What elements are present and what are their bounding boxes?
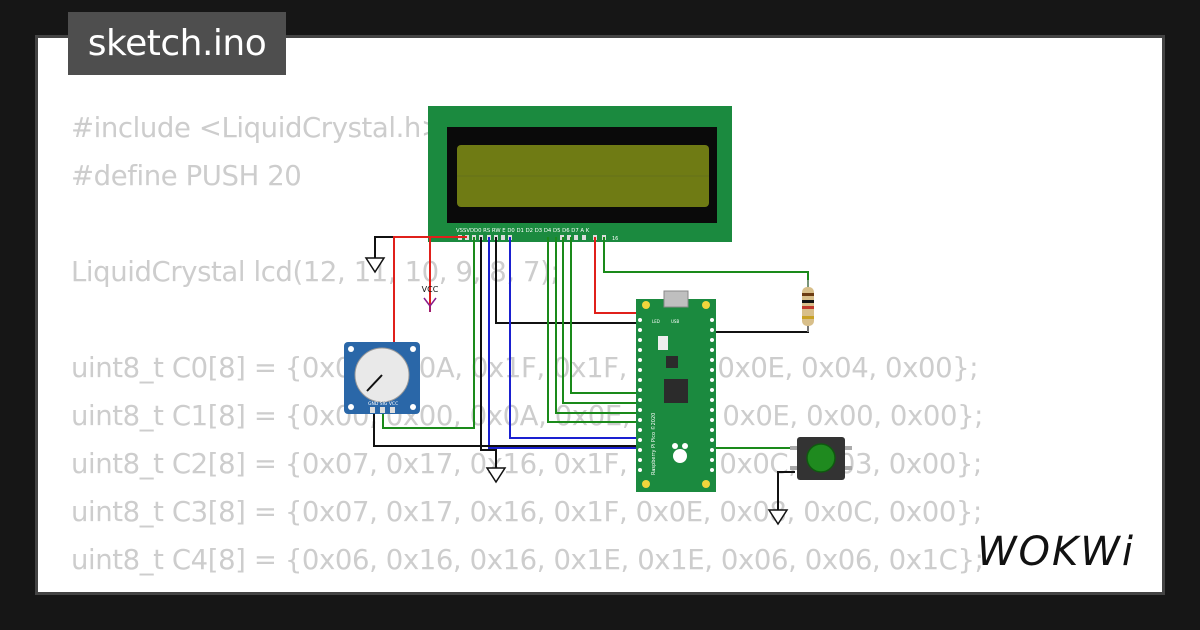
- wire-e[interactable]: [509, 237, 640, 439]
- wire-d7[interactable]: [570, 237, 640, 394]
- code-editor: #include <LiquidCrystal.h> #define PUSH 2…: [71, 104, 992, 592]
- code-line: uint8_t C3[8] = {0x07, 0x17, 0x16, 0x1F,…: [71, 496, 982, 528]
- pot-pin-labels: GND SIG VCC: [368, 401, 398, 407]
- ground-icon: [767, 509, 789, 526]
- wire-d4[interactable]: [547, 237, 640, 423]
- pico-model-label: Raspberry Pi Pico ©2020: [650, 413, 657, 475]
- wokwi-logo: WOKWi: [977, 529, 1135, 575]
- potentiometer[interactable]: GND SIG VCC: [344, 342, 420, 414]
- wire-lcd-gnd2[interactable]: [495, 237, 640, 324]
- wire-button-gnd[interactable]: [777, 471, 795, 510]
- vcc-symbol: VCC: [422, 285, 439, 312]
- pot-knob-indicator: [366, 374, 383, 392]
- wokwi-logo-text: WOKWi: [977, 529, 1135, 575]
- file-title[interactable]: sketch.ino: [68, 12, 286, 75]
- lcd-pin-labels: VSSVDD0 RS RW E D0 D1 D2 D3 D4 D5 D6 D7 …: [456, 228, 590, 234]
- wire-rs[interactable]: [488, 237, 640, 449]
- raspberry-logo-icon: [672, 443, 688, 463]
- pico-led-label: LED: [652, 319, 660, 324]
- flash-chip: [666, 356, 678, 368]
- wire-pot-gnd[interactable]: [373, 412, 640, 447]
- code-line: uint8_t C4[8] = {0x06, 0x16, 0x16, 0x1E,…: [71, 544, 984, 576]
- rp2040-chip: [664, 379, 688, 403]
- pico-pin-row-left: [638, 318, 642, 472]
- lcd-display[interactable]: VSSVDD0 RS RW E D0 D1 D2 D3 D4 D5 D6 D7 …: [428, 106, 732, 242]
- wire-d6[interactable]: [562, 237, 640, 404]
- code-line: LiquidCrystal lcd(12, 11, 10, 9, 8, 7);: [71, 256, 560, 288]
- pico-usb-label: USB: [671, 319, 679, 324]
- wire-backlight-k[interactable]: [603, 237, 809, 288]
- wires: [373, 236, 809, 510]
- code-line: #define PUSH 20: [71, 160, 302, 192]
- push-button-cap[interactable]: [806, 443, 836, 473]
- wire-resistor-gnd[interactable]: [711, 320, 809, 333]
- code-line: #include <LiquidCrystal.h>: [71, 112, 444, 144]
- resistor[interactable]: [802, 280, 814, 332]
- ground-symbols: [364, 257, 789, 526]
- raspberry-pi-pico[interactable]: LED USB Raspberry Pi Pico ©2020: [636, 290, 716, 492]
- wire-rw-gnd[interactable]: [480, 237, 497, 468]
- wire-d5[interactable]: [555, 237, 640, 414]
- bootsel-button[interactable]: [658, 336, 668, 350]
- lcd-pin-count: 16: [612, 236, 618, 242]
- vcc-label: VCC: [422, 285, 439, 294]
- pico-pin-row-right: [710, 318, 714, 472]
- ground-icon: [364, 257, 386, 274]
- wire-pot-sig[interactable]: [382, 237, 475, 429]
- ground-icon: [485, 467, 507, 484]
- push-button[interactable]: [790, 437, 852, 480]
- usb-connector: [663, 290, 689, 308]
